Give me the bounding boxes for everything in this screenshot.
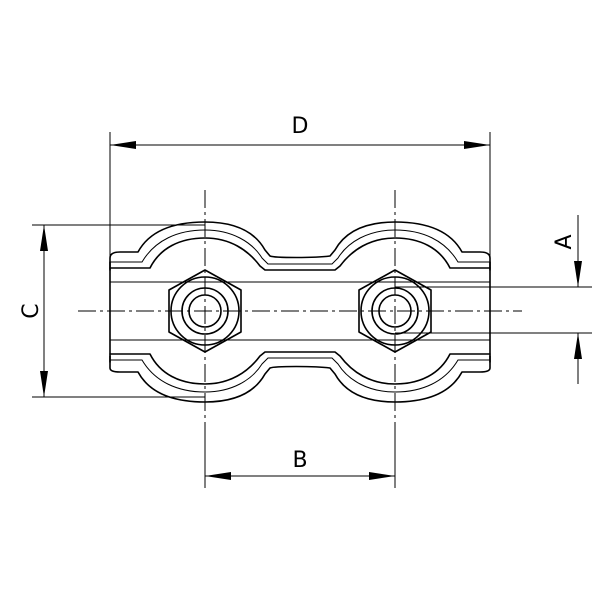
dimension-a-arrow-top	[574, 261, 582, 287]
dimension-b-arrow-right	[369, 472, 395, 480]
dimension-d-arrow-left	[110, 141, 136, 149]
center-lines	[78, 190, 522, 430]
clip-body-top-inner-contour	[109, 237, 491, 271]
clip-body	[109, 221, 491, 403]
dimension-b: B	[204, 430, 396, 488]
dimension-a: A	[395, 215, 592, 384]
dimension-a-label: A	[552, 234, 577, 249]
dimension-b-arrow-left	[205, 472, 231, 480]
dimension-c-arrow-bottom	[40, 371, 48, 397]
dimension-d-arrow-right	[464, 141, 490, 149]
dimension-c-label: C	[19, 303, 44, 318]
clip-body-bottom-outer-contour	[109, 355, 491, 403]
dimension-d-label: D	[292, 114, 309, 139]
clip-body-bottom-inner-contour	[109, 351, 491, 385]
dimension-d: D	[109, 114, 491, 258]
clip-body-top-outer-contour	[109, 221, 491, 271]
clip-body-top-inner-line	[110, 229, 490, 265]
dimension-a-arrow-bottom	[574, 333, 582, 359]
dimension-b-label: B	[292, 448, 307, 473]
dimension-c-arrow-top	[40, 225, 48, 251]
dimension-c: C	[19, 224, 205, 398]
clip-body-bottom-inner-line	[110, 357, 490, 393]
